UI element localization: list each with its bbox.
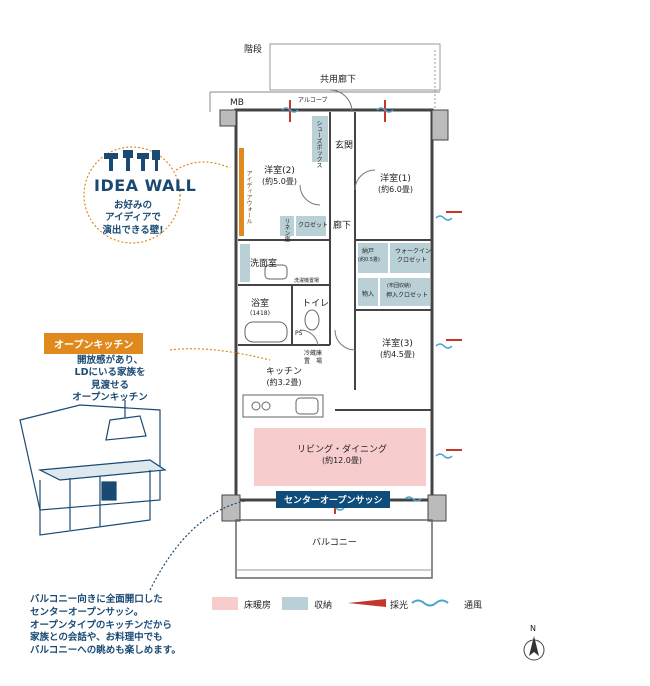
room-western3-name: 洋室(3): [382, 339, 413, 349]
balcony-label: バルコニー: [312, 538, 357, 548]
oshiire-label: 押入クロゼット: [386, 292, 429, 299]
fridge2-label: 置 場: [304, 358, 323, 365]
center-sash-note-line5: バルコニーへの眺めも楽しめます。: [30, 645, 181, 657]
center-sash-note-line2: センターオープンサッシ。: [30, 606, 144, 618]
room-living-dining: リビング・ダイニング (約12.0畳): [297, 444, 387, 467]
room-living-name: リビング・ダイニング: [297, 445, 388, 455]
idea-wall-vertical-label: アイディアウォール: [245, 170, 252, 224]
idea-wall-note: お好みの アイディアで 演出できる壁!: [88, 200, 178, 237]
center-sash-note-line4: 家族との会話や、お料理中でも: [30, 632, 163, 644]
nando-label: 納戸: [362, 248, 375, 255]
futon-label: (布団収納): [387, 283, 411, 289]
legend-ventilation: 通風: [464, 601, 483, 611]
room-western2-size: (約5.0畳): [262, 177, 297, 187]
legend-daylight: 採光: [390, 601, 409, 611]
room-western2-name: 洋室(2): [264, 166, 295, 176]
legend-storage: 収納: [314, 601, 333, 611]
storage-nando: [358, 243, 388, 273]
closet-label: クロゼット: [298, 222, 329, 229]
open-kitchen-line3: 見渡せる: [90, 379, 129, 391]
center-sash-note: バルコニー向きに全面開口した センターオープンサッシ。 オープンタイプのキッチン…: [30, 594, 181, 658]
room-western2: 洋室(2) (約5.0畳): [262, 165, 297, 188]
open-kitchen-line2: LDにいる家族を: [74, 367, 146, 379]
idea-wall-line2: アイディアで: [105, 212, 161, 224]
center-sash-note-line1: バルコニー向きに全面開口した: [30, 594, 163, 605]
room-bath-name: 浴室: [250, 299, 269, 309]
storage-linen: [280, 216, 294, 236]
toilet-label: トイレ: [302, 299, 330, 309]
idea-wall-line1: お好みの: [113, 200, 152, 211]
room-kitchen-size: (約3.2畳): [266, 378, 302, 388]
linen-label: リネン庫: [283, 218, 290, 242]
washing-machine-label: 洗濯機置場: [294, 278, 320, 284]
room-western1: 洋室(1) (約6.0畳): [378, 173, 413, 196]
room-western1-name: 洋室(1): [380, 174, 411, 184]
storage-washroom: [240, 244, 250, 282]
room-kitchen-name: キッチン: [266, 367, 303, 377]
walkin2-label: クロゼット: [397, 257, 428, 264]
idea-wall-title: IDEA WALL: [94, 176, 197, 195]
washroom-label: 洗面室: [250, 259, 278, 269]
fridge-label: 冷蔵庫: [304, 350, 323, 357]
room-western3-size: (約4.5畳): [380, 350, 415, 360]
storage-closet-western2: [296, 216, 326, 236]
storage-shoebox: [312, 116, 328, 162]
common-corridor-label: 共用廊下: [320, 75, 357, 85]
room-bath: 浴室 (1418): [250, 298, 270, 318]
legend-floor-heating: 床暖房: [244, 601, 272, 611]
legend-storage-swatch: [282, 597, 308, 610]
open-kitchen-title: オープンキッチン: [44, 333, 144, 354]
storage-in-label: 物入: [362, 291, 375, 298]
open-kitchen-note: 開放感があり、 LDにいる家族を 見渡せる オープンキッチン: [50, 355, 170, 404]
mb-label: MB: [230, 98, 244, 108]
floor-heating-area: [254, 428, 426, 486]
open-kitchen-line4: オープンキッチン: [72, 392, 148, 404]
shoebox-label: シューズボックス: [315, 120, 322, 168]
legend-floor-heating-swatch: [212, 597, 238, 610]
stairs-label: 階段: [244, 45, 263, 55]
room-western1-size: (約6.0畳): [378, 185, 413, 195]
room-living-size: (約12.0畳): [321, 456, 363, 466]
storage-oshiire: [380, 278, 430, 306]
storage-walkin: [390, 243, 430, 273]
room-western3: 洋室(3) (約4.5畳): [380, 338, 415, 361]
storage-monoire: [358, 278, 378, 306]
nando-size-label: (約0.5畳): [358, 257, 380, 263]
entrance-label: 玄関: [335, 141, 354, 151]
open-kitchen-line1: 開放感があり、: [76, 355, 144, 366]
idea-wall-line3: 演出できる壁!: [102, 224, 164, 236]
corridor-label: 廊下: [333, 221, 352, 231]
compass-north-icon: N: [530, 624, 536, 633]
room-kitchen: キッチン (約3.2畳): [266, 366, 302, 389]
room-bath-size: (1418): [250, 310, 270, 318]
center-sash-note-line3: オープンタイプのキッチンだから: [30, 619, 172, 631]
ps-label: PS: [295, 330, 303, 337]
alcove-label: アルコーブ: [298, 97, 328, 104]
walkin-label: ウォークイン: [395, 248, 432, 255]
center-open-sash-badge: センターオープンサッシ: [276, 491, 391, 508]
